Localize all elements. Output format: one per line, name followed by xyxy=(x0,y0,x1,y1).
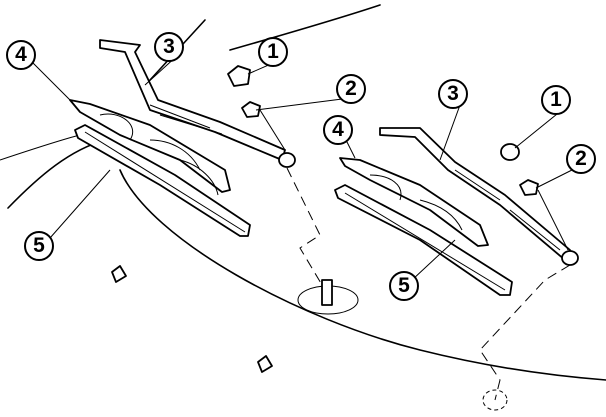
callout-right-blade: 4 xyxy=(323,115,353,145)
callout-right-nut: 2 xyxy=(566,144,596,174)
callout-left-cap: 1 xyxy=(258,37,288,67)
left-nut xyxy=(241,101,261,118)
clip-mark xyxy=(111,265,127,283)
right-wiper-blade xyxy=(339,157,489,247)
callout-left-arm: 3 xyxy=(154,32,184,62)
right-arm-pivot xyxy=(561,250,579,266)
callout-left-blade: 4 xyxy=(6,40,36,70)
windshield-top xyxy=(229,4,381,51)
windshield-edge xyxy=(7,139,106,209)
callout-left-refill: 5 xyxy=(24,231,54,261)
left-wiper-blade xyxy=(69,99,231,193)
side-line xyxy=(0,134,81,161)
callout-left-nut: 2 xyxy=(336,74,366,104)
left-arm-pivot xyxy=(278,152,296,168)
left-cap xyxy=(227,65,251,87)
left-pivot-shaft xyxy=(321,279,333,306)
right-nut xyxy=(519,179,539,196)
clip-mark xyxy=(257,355,273,373)
cowl-edge xyxy=(119,169,606,381)
callout-right-arm: 3 xyxy=(438,79,468,109)
left-wiper-arm xyxy=(99,39,286,161)
callout-right-refill: 5 xyxy=(389,271,419,301)
right-cap xyxy=(500,143,520,161)
callout-right-cap: 1 xyxy=(541,85,571,115)
